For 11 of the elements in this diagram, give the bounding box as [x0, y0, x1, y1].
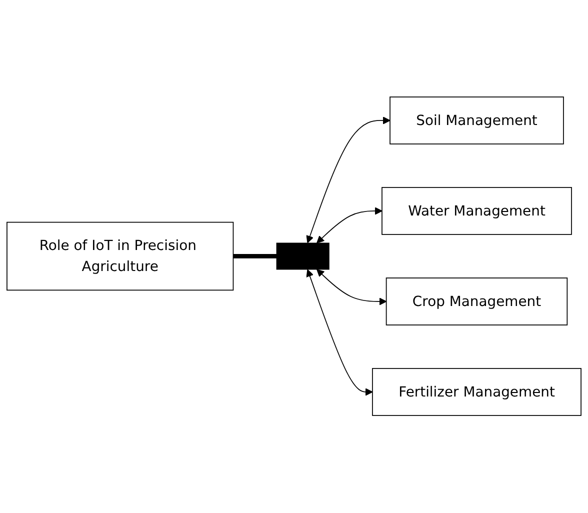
arrow — [316, 207, 382, 244]
node-box: Soil Management — [390, 96, 564, 145]
node-box: Role of IoT in Precision Agriculture — [6, 222, 234, 291]
arrow — [316, 269, 387, 306]
node-box: Crop Management — [386, 278, 568, 326]
arrow — [306, 116, 390, 244]
node-bar — [276, 243, 330, 270]
node-box: Water Management — [382, 187, 572, 236]
node-box: Fertilizer Management — [372, 368, 582, 416]
arrow — [306, 270, 373, 396]
connector — [233, 254, 277, 259]
